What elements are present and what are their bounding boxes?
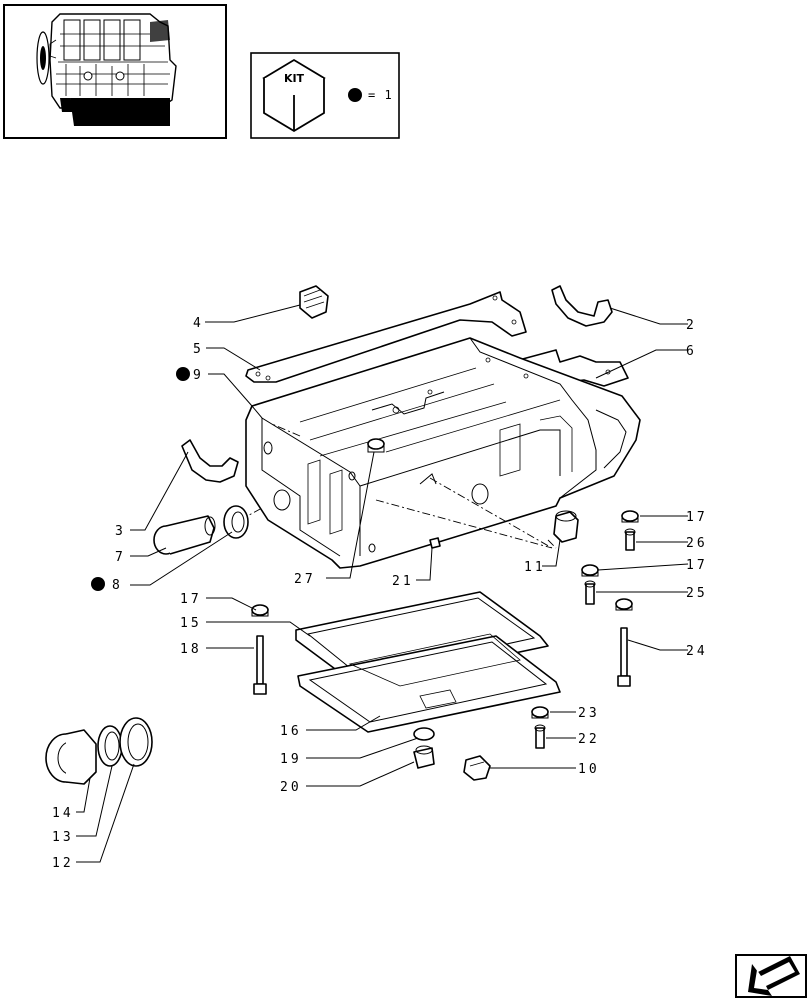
- callout-19: 19: [280, 752, 302, 767]
- callout-11: 11: [524, 560, 546, 575]
- callout-10: 10: [578, 762, 600, 777]
- callout-17-a: 17: [686, 510, 708, 525]
- callout-14: 14: [52, 806, 74, 821]
- kit-bullet-icon: [348, 88, 362, 102]
- callout-7: 7: [115, 550, 126, 565]
- part-22-screw: [534, 724, 546, 749]
- kit-marker-9: [176, 367, 190, 381]
- callout-20: 20: [280, 780, 302, 795]
- part-14-seal: [45, 729, 97, 785]
- part-13-ring: [97, 725, 123, 767]
- part-27-plug: [367, 438, 385, 453]
- part-16-oil-pan: [297, 633, 561, 733]
- exploded-view: [45, 285, 641, 785]
- callout-15: 15: [180, 616, 202, 631]
- part-17-washer-b: [581, 564, 599, 577]
- callout-26: 26: [686, 536, 708, 551]
- kit-label: KIT: [284, 72, 305, 85]
- engine-thumbnail-image: [36, 13, 177, 126]
- kit-legend: KIT = 1: [250, 52, 400, 139]
- arrow-back-icon: [748, 956, 800, 996]
- part-19-washer: [413, 727, 435, 741]
- callout-labels: 4 2 5 6 9 3 7 8 17 26 17 25 27 21 11 17 …: [52, 316, 708, 871]
- callout-17-b: 17: [686, 558, 708, 573]
- callout-27: 27: [294, 572, 316, 587]
- part-17-washer-a: [621, 510, 639, 523]
- callout-21: 21: [392, 574, 414, 589]
- callout-17-c: 17: [180, 592, 202, 607]
- part-9-crankcase: [245, 337, 641, 569]
- part-7-plug: [153, 515, 216, 555]
- part-21-pin: [429, 537, 441, 549]
- part-24-bolt: [617, 627, 631, 687]
- part-3-half-seal: [181, 439, 239, 483]
- callout-13: 13: [52, 830, 74, 845]
- callout-4: 4: [193, 316, 204, 331]
- callout-18: 18: [180, 642, 202, 657]
- engine-thumbnail: [3, 4, 227, 139]
- kit-box-icon: KIT: [262, 58, 326, 133]
- callout-23: 23: [578, 706, 600, 721]
- part-18-bolt: [253, 635, 267, 695]
- callout-25: 25: [686, 586, 708, 601]
- callout-24: 24: [686, 644, 708, 659]
- part-4-plug: [299, 285, 329, 319]
- part-8-seal: [223, 505, 249, 539]
- part-12-ring: [119, 717, 153, 767]
- callout-2: 2: [686, 318, 697, 333]
- part-10-plug: [463, 755, 491, 781]
- leader-lines: [76, 304, 689, 863]
- callout-12: 12: [52, 856, 74, 871]
- kit-marker-8: [91, 577, 105, 591]
- part-11-plug: [553, 510, 579, 543]
- callout-16: 16: [280, 724, 302, 739]
- part-15-gasket: [295, 591, 549, 687]
- part-26-screw: [624, 528, 636, 551]
- part-25-screw: [584, 580, 596, 605]
- callout-22: 22: [578, 732, 600, 747]
- part-5-gasket: [245, 291, 527, 383]
- part-17-washer-c: [251, 604, 269, 617]
- callout-6: 6: [686, 344, 697, 359]
- callout-8: 8: [112, 578, 123, 593]
- callout-5: 5: [193, 342, 204, 357]
- part-23-washer: [531, 706, 549, 719]
- part-2-half-seal: [551, 285, 613, 327]
- kit-legend-text: = 1: [368, 88, 393, 102]
- previous-page-button[interactable]: [735, 954, 807, 998]
- callout-3: 3: [115, 524, 126, 539]
- part-washer-c: [615, 598, 633, 611]
- callout-9: 9: [193, 368, 204, 383]
- part-20-plug: [413, 745, 435, 769]
